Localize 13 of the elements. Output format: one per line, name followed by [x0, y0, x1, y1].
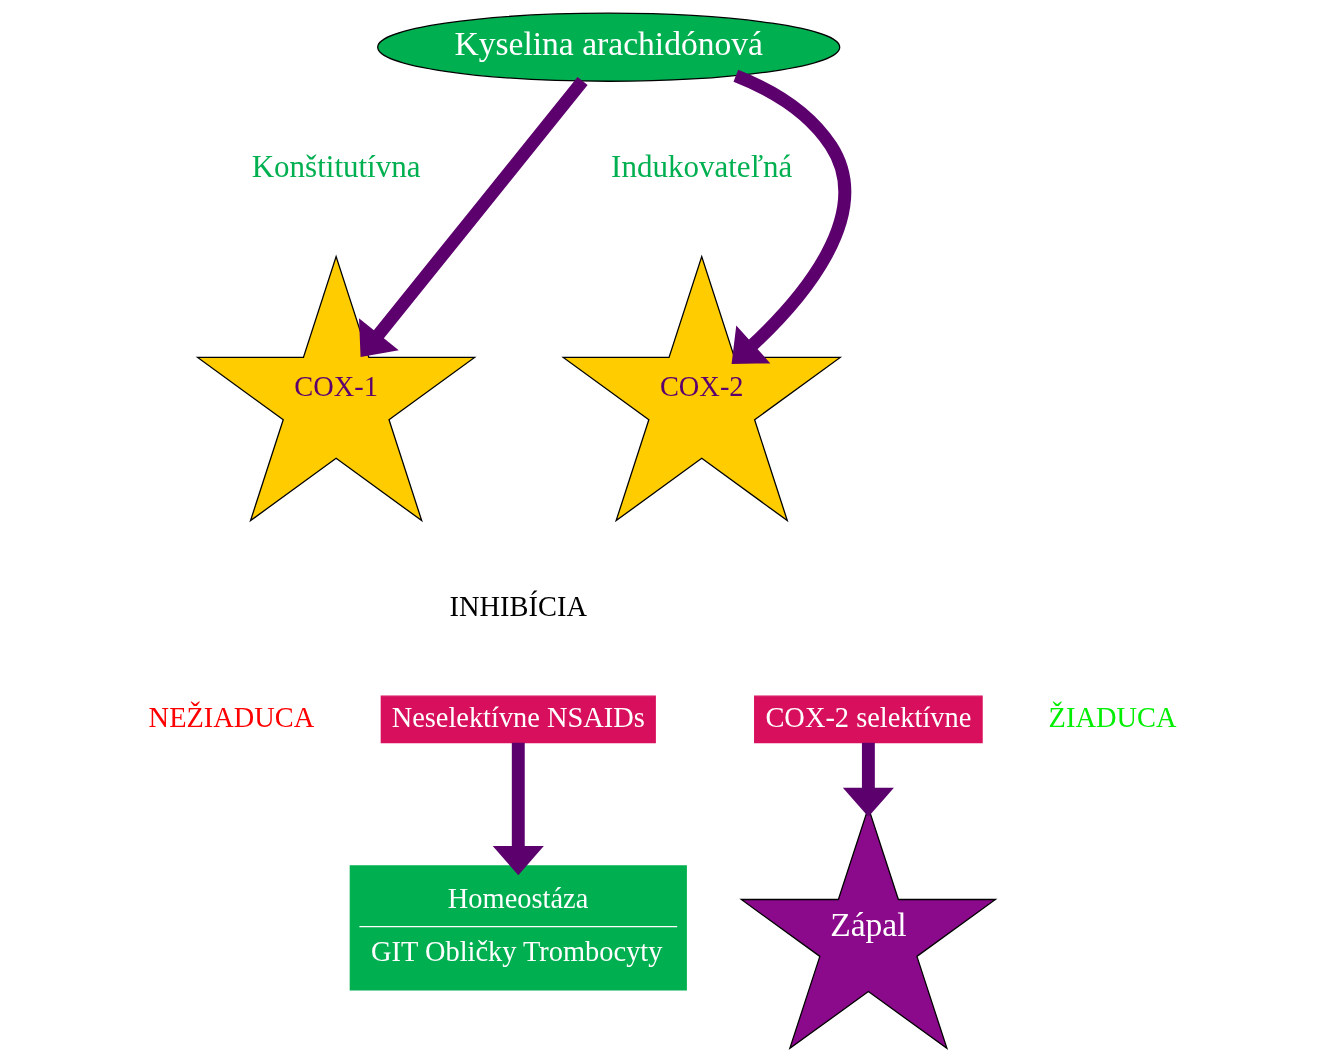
node-ellipse: Kyselina arachidónová [376, 12, 840, 82]
node-label: Indukovateľná [610, 148, 792, 184]
arrow [492, 742, 544, 876]
arrow [731, 69, 851, 364]
arrow [842, 742, 894, 817]
label: ŽIADUCA [1048, 701, 1176, 733]
node-box: COX-2 selektívne [753, 695, 983, 744]
label: INHIBÍCIA [449, 590, 587, 622]
node-box: Homeostáza GIT Obličky Trombocyty [349, 865, 687, 991]
node-box: Neselektívne NSAIDs [380, 695, 656, 744]
arrow [358, 76, 588, 357]
node-label: Konštitutívna [251, 148, 421, 184]
label: NEŽIADUCA [148, 701, 314, 733]
